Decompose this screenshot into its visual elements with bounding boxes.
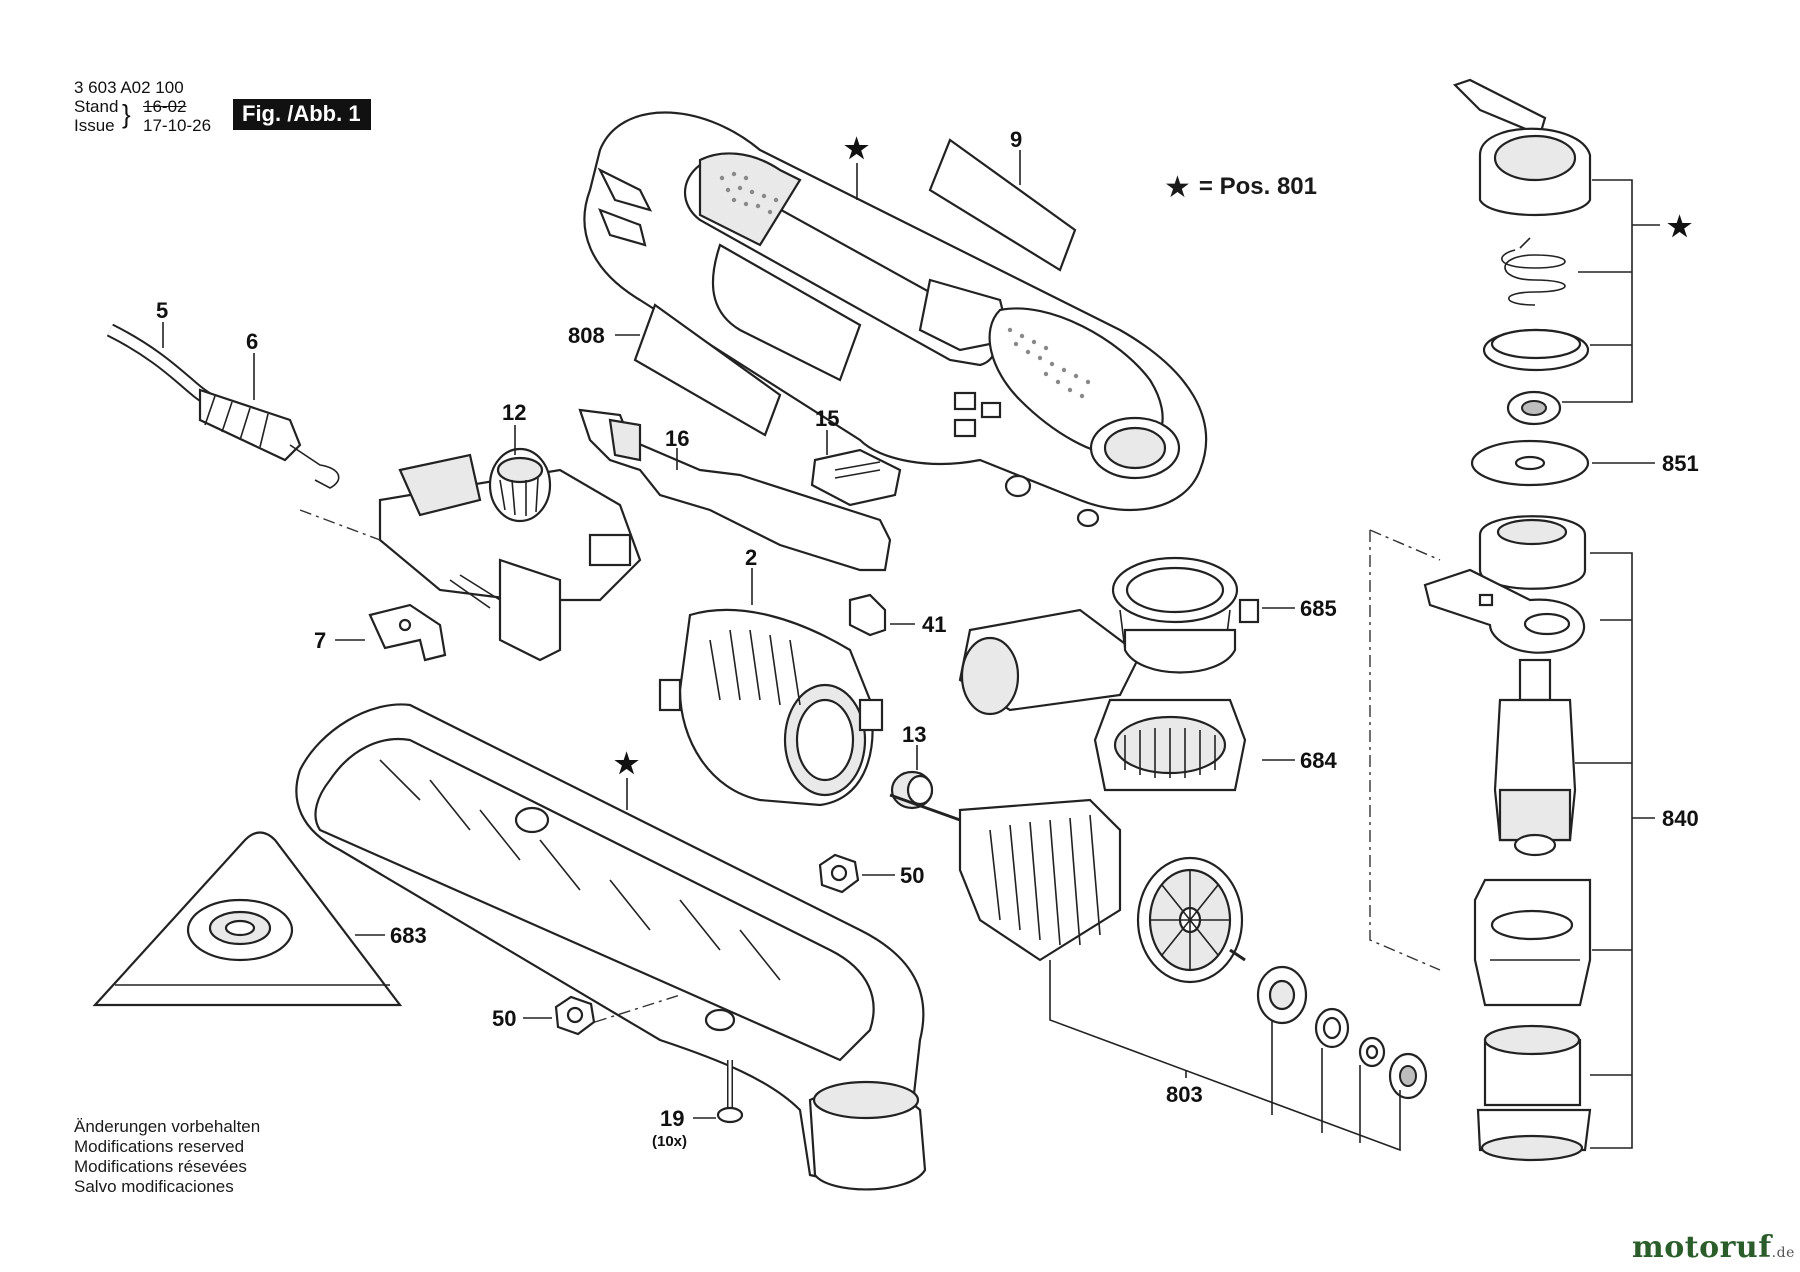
callout-12: 12 xyxy=(502,400,526,425)
grip-texture xyxy=(719,171,1091,399)
callout-2: 2 xyxy=(745,545,757,570)
callout-16: 16 xyxy=(665,426,689,451)
callout-19-qty: (10x) xyxy=(652,1133,687,1150)
hex-nut-50-upper xyxy=(818,853,860,894)
callout-41: 41 xyxy=(922,612,946,637)
cord-sleeve xyxy=(198,388,340,489)
callout-13: 13 xyxy=(902,722,926,747)
armature-shaft xyxy=(889,793,961,822)
callout-5: 5 xyxy=(156,298,168,323)
star-icon: ★ xyxy=(1164,171,1191,204)
callout-9: 9 xyxy=(1010,127,1022,152)
dash-line xyxy=(299,509,381,541)
bracket-803-ticks xyxy=(1271,1020,1361,1143)
bushing-840-lower xyxy=(1476,1024,1592,1162)
label-sticker-9 xyxy=(928,138,1077,272)
field-stator xyxy=(658,608,884,807)
bearing-840-top xyxy=(1478,515,1587,590)
star-icon: ★ xyxy=(614,748,639,779)
modification-line: Modifications résevées xyxy=(74,1157,247,1176)
bearing-large xyxy=(1256,965,1308,1025)
callout-6: 6 xyxy=(246,329,258,354)
bearing-small xyxy=(1388,1052,1428,1100)
callout-15: 15 xyxy=(815,406,839,431)
issue-label: Issue xyxy=(74,116,115,135)
star-washer xyxy=(1506,390,1562,426)
dash-line xyxy=(594,994,681,1023)
hex-nut-50-lower xyxy=(554,995,596,1036)
part-number: 3 603 A02 100 xyxy=(74,78,184,97)
clamping-lever xyxy=(1452,78,1592,217)
switch-button-15 xyxy=(810,448,902,507)
motoruf-logo[interactable]: motoruf.de xyxy=(1632,1230,1795,1265)
callout-851: 851 xyxy=(1662,451,1699,476)
washer-small xyxy=(1358,1036,1386,1068)
armature-803 xyxy=(958,798,1246,984)
callout-684: 684 xyxy=(1300,748,1337,773)
callout-683: 683 xyxy=(390,923,427,948)
bearing-sleeve xyxy=(1314,1007,1350,1049)
callout-50-lower: 50 xyxy=(492,1006,516,1031)
modification-line: Salvo modificaciones xyxy=(74,1177,234,1196)
sanding-pad-683 xyxy=(92,831,403,1007)
callout-808: 808 xyxy=(568,323,605,348)
figure-badge: Fig. /Abb. 1 xyxy=(233,99,371,130)
modification-line: Änderungen vorbehalten xyxy=(74,1117,261,1136)
flat-washer-851 xyxy=(1470,439,1590,487)
torsion-spring xyxy=(1501,237,1566,306)
logo-name: motoruf xyxy=(1632,1230,1772,1265)
spindle xyxy=(1493,658,1577,857)
bracket-803 xyxy=(1049,960,1401,1152)
stand-value: 16-02 xyxy=(143,97,187,116)
modifications-note: Änderungen vorbehalten Modifications res… xyxy=(74,1117,260,1197)
sleeve-840 xyxy=(1473,878,1592,1007)
callout-7: 7 xyxy=(314,628,326,653)
power-cord xyxy=(106,323,214,407)
star-legend: ★ = Pos. 801 xyxy=(1164,170,1317,205)
modification-line: Modifications reserved xyxy=(74,1137,245,1156)
star-legend-text: = Pos. 801 xyxy=(1198,173,1317,200)
retaining-ring-684 xyxy=(1093,698,1247,792)
callout-685: 685 xyxy=(1300,596,1337,621)
screw-19 xyxy=(716,1060,744,1124)
dash-line-right xyxy=(1369,529,1441,971)
callout-19: 19 xyxy=(660,1106,684,1131)
brace-glyph: } xyxy=(122,99,131,129)
star-icon: ★ xyxy=(844,133,869,164)
wrench-plate xyxy=(1423,568,1586,654)
star-bracket xyxy=(1562,179,1660,403)
stand-label: Stand xyxy=(74,97,119,116)
label-sticker-808 xyxy=(633,303,782,437)
dust-adapter-685 xyxy=(958,556,1260,716)
spring-clip-7 xyxy=(368,603,447,662)
star-icon: ★ xyxy=(1667,211,1692,242)
switch-slider xyxy=(578,408,892,572)
callout-803: 803 xyxy=(1166,1082,1203,1107)
electronics-module xyxy=(378,447,642,662)
top-housing-shell xyxy=(583,111,1208,528)
bracket-840 xyxy=(1575,552,1655,1149)
ring-washer xyxy=(1482,328,1590,372)
bottom-housing-shell xyxy=(295,703,927,1191)
callout-50-upper: 50 xyxy=(900,863,924,888)
callout-840: 840 xyxy=(1662,806,1699,831)
contact-41 xyxy=(848,593,887,637)
logo-tld: .de xyxy=(1771,1245,1795,1261)
issue-value: 17-10-26 xyxy=(143,116,212,135)
